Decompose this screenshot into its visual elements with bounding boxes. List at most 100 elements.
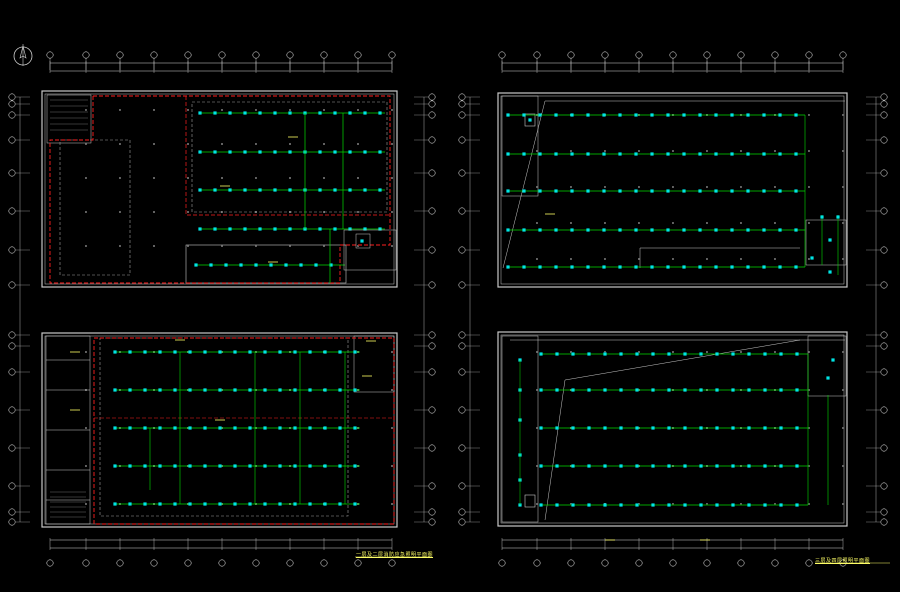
light-fixture — [618, 265, 622, 269]
light-fixture — [715, 388, 719, 392]
light-fixture — [143, 464, 147, 468]
light-fixture — [763, 426, 767, 430]
axis-bubble — [567, 51, 575, 59]
light-fixture — [795, 426, 799, 430]
axis-bubble — [354, 51, 362, 59]
axis-bubble — [428, 169, 436, 177]
light-fixture — [353, 464, 357, 468]
axis-bubble — [880, 281, 888, 289]
light-fixture — [239, 263, 243, 267]
light-fixture — [828, 238, 832, 242]
light-fixture — [318, 150, 322, 154]
light-fixture — [538, 189, 542, 193]
light-fixture — [258, 188, 262, 192]
axis-bubble — [388, 559, 396, 567]
light-fixture — [243, 150, 247, 154]
light-fixture — [570, 152, 574, 156]
light-fixture — [538, 152, 542, 156]
light-fixture — [699, 503, 703, 507]
light-fixture — [554, 189, 558, 193]
light-fixture — [323, 464, 327, 468]
light-fixture — [308, 388, 312, 392]
light-fixture — [682, 152, 686, 156]
light-fixture — [288, 188, 292, 192]
light-fixture — [651, 464, 655, 468]
light-fixture — [539, 503, 543, 507]
light-fixture — [667, 388, 671, 392]
light-fixture — [258, 150, 262, 154]
light-fixture — [586, 113, 590, 117]
axis-bubble — [880, 508, 888, 516]
light-fixture — [731, 352, 735, 356]
light-fixture — [634, 228, 638, 232]
light-fixture — [794, 189, 798, 193]
light-fixture — [213, 111, 217, 115]
light-fixture — [794, 152, 798, 156]
light-fixture — [278, 426, 282, 430]
light-fixture — [587, 388, 591, 392]
light-fixture — [528, 118, 532, 122]
light-fixture — [348, 227, 352, 231]
light-fixture — [666, 228, 670, 232]
light-fixture — [586, 228, 590, 232]
light-fixture — [293, 464, 297, 468]
light-fixture — [635, 426, 639, 430]
light-fixture — [198, 188, 202, 192]
light-fixture — [314, 263, 318, 267]
light-fixture — [571, 426, 575, 430]
axis-bubble — [880, 444, 888, 452]
axis-bubble — [567, 559, 575, 567]
axis-bubble — [184, 559, 192, 567]
light-fixture — [128, 388, 132, 392]
light-fixture — [188, 464, 192, 468]
light-fixture — [269, 263, 273, 267]
light-fixture — [278, 350, 282, 354]
light-fixture — [188, 426, 192, 430]
axis-bubble — [428, 482, 436, 490]
light-fixture — [539, 426, 543, 430]
light-fixture — [228, 188, 232, 192]
light-fixture — [714, 228, 718, 232]
axis-bubble — [601, 51, 609, 59]
axis-bubble — [218, 559, 226, 567]
light-fixture — [554, 228, 558, 232]
light-fixture — [143, 388, 147, 392]
light-fixture — [363, 111, 367, 115]
axis-bubble — [428, 281, 436, 289]
light-fixture — [762, 265, 766, 269]
light-fixture — [539, 388, 543, 392]
light-fixture — [284, 263, 288, 267]
axis-bubble — [8, 508, 16, 516]
light-fixture — [603, 464, 607, 468]
light-fixture — [683, 388, 687, 392]
light-fixture — [538, 228, 542, 232]
light-fixture — [554, 152, 558, 156]
light-fixture — [699, 352, 703, 356]
light-fixture — [522, 265, 526, 269]
light-fixture — [128, 426, 132, 430]
light-fixture — [571, 352, 575, 356]
axis-bubble — [252, 51, 260, 59]
axis-bubble — [252, 559, 260, 567]
light-fixture — [329, 263, 333, 267]
axis-bubble — [8, 406, 16, 414]
light-fixture — [233, 350, 237, 354]
axis-bubble — [150, 559, 158, 567]
light-fixture — [586, 152, 590, 156]
axis-bubble — [320, 559, 328, 567]
light-fixture — [683, 503, 687, 507]
light-fixture — [228, 150, 232, 154]
light-fixture — [747, 352, 751, 356]
axis-bubble — [458, 368, 466, 376]
light-fixture — [602, 228, 606, 232]
light-fixture — [128, 502, 132, 506]
light-fixture — [218, 426, 222, 430]
axis-bubble — [428, 100, 436, 108]
light-fixture — [506, 228, 510, 232]
light-fixture — [666, 265, 670, 269]
axis-bubble — [8, 281, 16, 289]
light-fixture — [667, 503, 671, 507]
light-fixture — [188, 502, 192, 506]
light-fixture — [618, 152, 622, 156]
